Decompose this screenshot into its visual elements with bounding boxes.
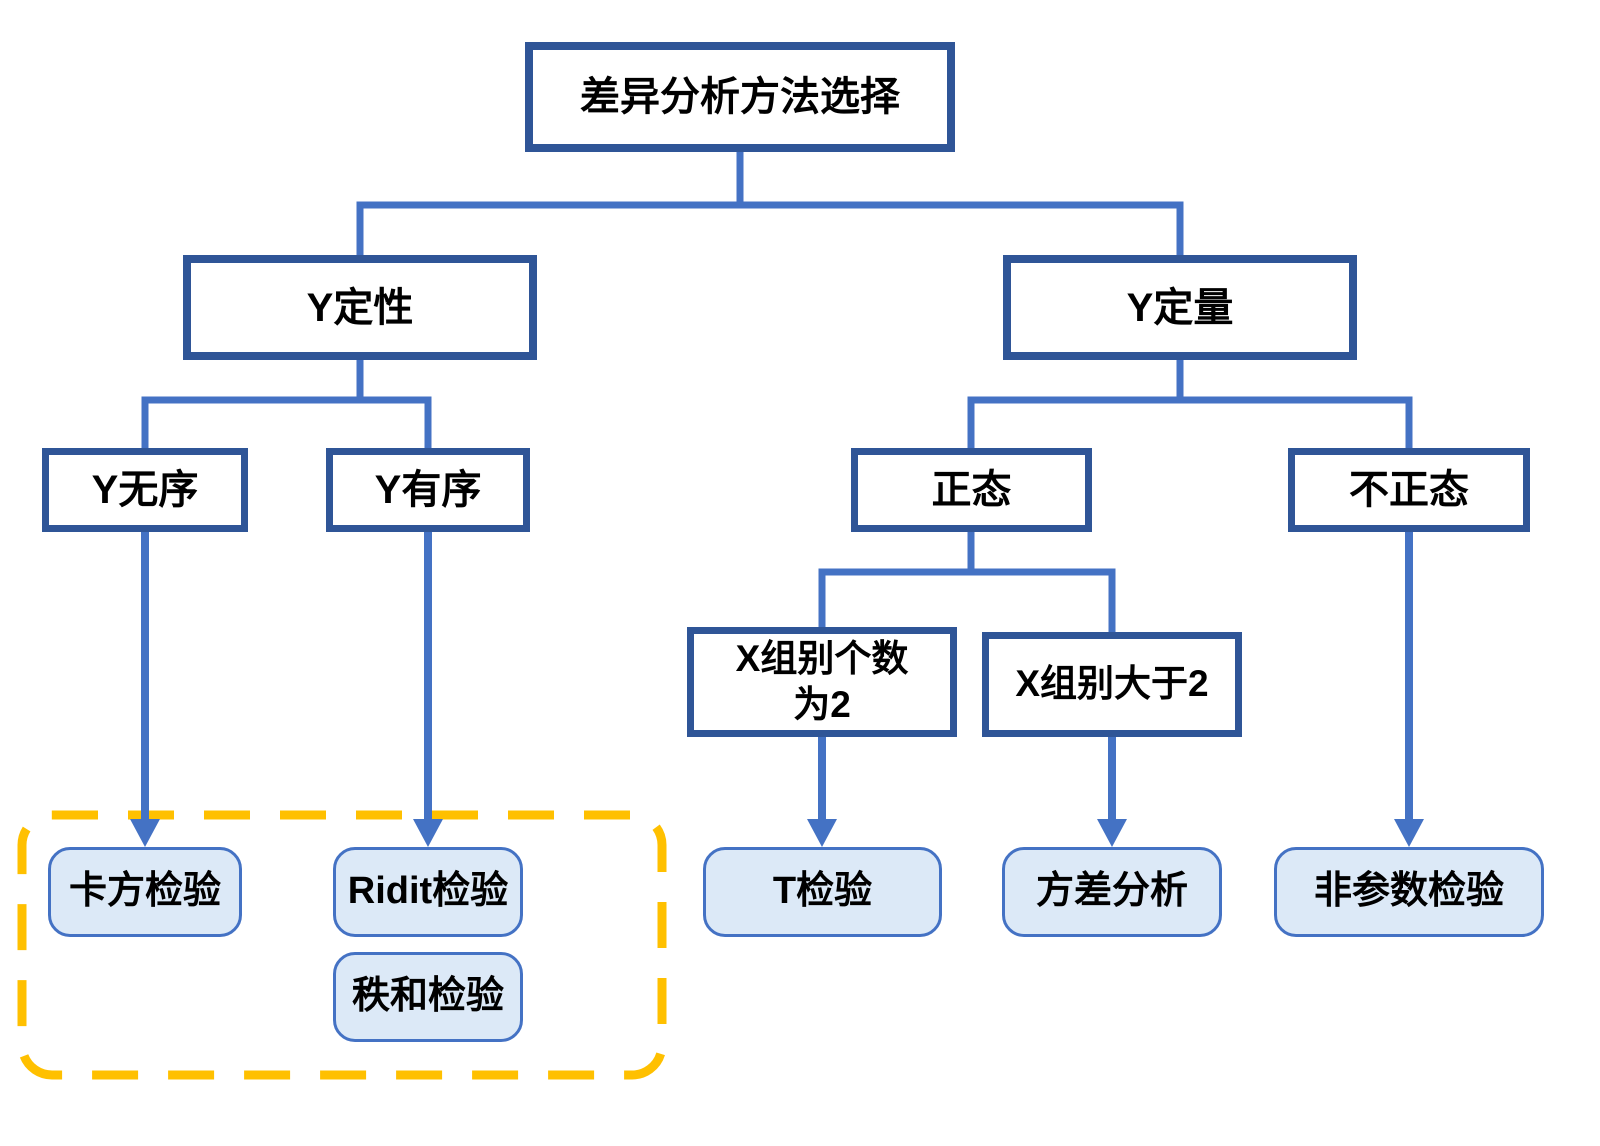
- node-x-groups-eq2-label: X组别个数 为2: [735, 637, 909, 725]
- node-anova: 方差分析: [1002, 847, 1222, 937]
- node-y-qualitative: Y定性: [183, 255, 537, 360]
- arrow-y-ordered-to-ridit: [413, 530, 443, 847]
- node-x-groups-gt2-label: X组别大于2: [1015, 663, 1209, 705]
- node-root: 差异分析方法选择: [525, 42, 955, 152]
- arrow-not-normal-to-nonparametric: [1394, 530, 1424, 847]
- node-y-quantitative: Y定量: [1003, 255, 1357, 360]
- connector-y-qualitative-split: [141, 357, 432, 452]
- node-y-ordered-label: Y有序: [374, 468, 482, 512]
- node-t-test-label: T检验: [772, 870, 873, 913]
- node-x-groups-gt2: X组别大于2: [982, 632, 1242, 737]
- node-not-normal: 不正态: [1288, 448, 1530, 532]
- arrow-x-groups-eq2-to-t-test: [807, 735, 837, 847]
- node-t-test: T检验: [703, 847, 942, 937]
- node-normal-label: 正态: [931, 468, 1012, 512]
- node-anova-label: 方差分析: [1035, 870, 1188, 913]
- arrow-y-unordered-to-chi-square: [130, 530, 160, 847]
- node-nonparametric-test: 非参数检验: [1274, 847, 1544, 937]
- highlight-dashed-box: [17, 810, 667, 1080]
- node-not-normal-label: 不正态: [1349, 468, 1469, 512]
- node-y-ordered: Y有序: [326, 448, 530, 532]
- connector-normal-split: [818, 529, 1116, 636]
- node-y-unordered: Y无序: [42, 448, 248, 532]
- connector-root-split: [356, 150, 1184, 258]
- node-ridit-test: Ridit检验: [333, 847, 523, 937]
- node-y-qualitative-label: Y定性: [306, 285, 414, 330]
- node-chi-square-test: 卡方检验: [48, 847, 242, 937]
- arrow-x-groups-gt2-to-anova: [1097, 735, 1127, 847]
- connector-y-quantitative-split: [967, 357, 1413, 452]
- node-chi-square-test-label: 卡方检验: [68, 870, 221, 913]
- node-normal: 正态: [851, 448, 1092, 532]
- node-rank-sum-test: 秩和检验: [333, 952, 523, 1042]
- node-root-label: 差异分析方法选择: [580, 75, 900, 119]
- node-y-quantitative-label: Y定量: [1126, 285, 1234, 330]
- node-x-groups-eq2: X组别个数 为2: [687, 627, 957, 737]
- node-rank-sum-test-label: 秩和检验: [351, 975, 504, 1018]
- node-ridit-test-label: Ridit检验: [347, 870, 509, 913]
- node-nonparametric-test-label: 非参数检验: [1313, 870, 1504, 913]
- node-y-unordered-label: Y无序: [91, 468, 199, 512]
